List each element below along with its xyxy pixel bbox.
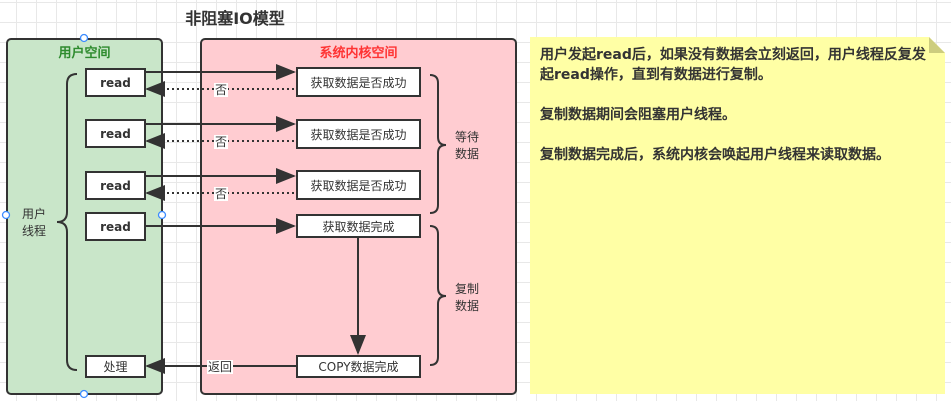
data-ready-box[interactable]: 获取数据完成 [296,214,421,238]
note-paragraph: 用户发起read后，如果没有数据会立刻返回，用户线程反复发起read操作，直到有… [540,47,926,83]
read-box[interactable]: read [85,119,146,148]
no-label: 否 [214,187,229,201]
copy-done-box[interactable]: COPY数据完成 [296,355,421,378]
check-data-box[interactable]: 获取数据是否成功 [296,170,421,200]
sticky-note[interactable]: 用户发起read后，如果没有数据会立刻返回，用户线程反复发起read操作，直到有… [530,37,945,394]
user-thread-label: 用户线程 [22,207,47,238]
wait-data-label: 等待数据 [455,130,480,161]
read-box[interactable]: read [85,171,146,200]
copy-brace [429,225,447,366]
user-space-label: 用户空间 [58,46,111,61]
no-label: 否 [214,83,229,97]
check-data-box[interactable]: 获取数据是否成功 [296,119,421,149]
no-label: 否 [214,135,229,149]
wait-brace [429,74,447,214]
note-paragraph: 复制数据完成后，系统内核会唤起用户线程来读取数据。 [540,147,890,163]
kernel-space-label: 系统内核空间 [319,46,398,61]
read-box[interactable]: read [85,68,146,97]
read-box[interactable]: read [85,212,146,241]
check-data-box[interactable]: 获取数据是否成功 [296,67,421,97]
diagram-title: 非阻塞IO模型 [185,9,285,28]
copy-data-label: 复制数据 [455,282,480,313]
note-paragraph: 复制数据期间会阻塞用户线程。 [540,107,736,123]
process-box[interactable]: 处理 [85,355,146,378]
user-thread-brace [56,73,78,371]
return-label: 返回 [207,360,234,374]
